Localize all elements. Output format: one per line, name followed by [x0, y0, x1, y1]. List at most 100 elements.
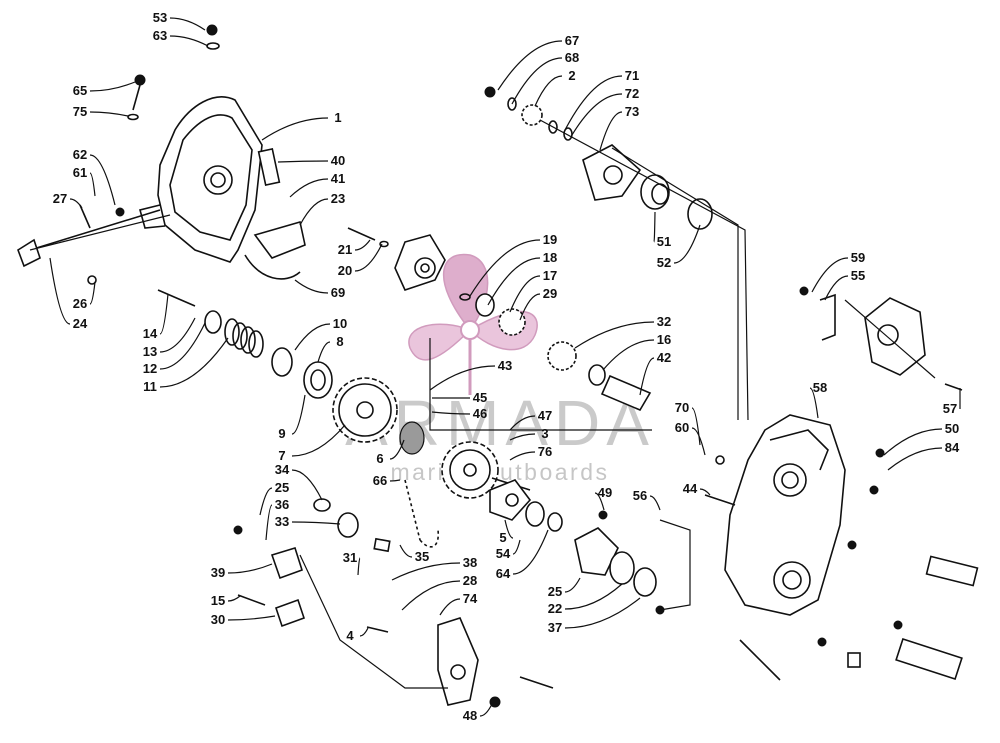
callout-leader-3: [509, 433, 536, 441]
callout-16: 16: [657, 332, 671, 347]
callout-72: 72: [625, 86, 639, 101]
callout-3: 3: [541, 426, 548, 441]
callout-59: 59: [851, 250, 865, 265]
callout-28: 28: [463, 573, 477, 588]
callout-33: 33: [275, 514, 289, 529]
callout-20: 20: [338, 263, 352, 278]
callout-11: 11: [143, 379, 157, 394]
callout-43: 43: [498, 358, 512, 373]
callout-2: 2: [568, 68, 575, 83]
callout-56: 56: [633, 488, 647, 503]
callout-69: 69: [331, 285, 345, 300]
callout-76: 76: [538, 444, 552, 459]
callout-leader-31: [357, 557, 361, 576]
callout-8: 8: [336, 334, 343, 349]
callout-leader-43: [429, 365, 496, 391]
callout-61: 61: [73, 165, 87, 180]
callout-leader-65: [89, 81, 136, 92]
callout-4: 4: [346, 628, 354, 643]
callout-leader-7: [291, 424, 346, 457]
callout-32: 32: [657, 314, 671, 329]
dipstick: [127, 74, 146, 121]
callout-leader-71: [564, 75, 623, 131]
callout-leader-39: [227, 563, 273, 574]
callout-leader-40: [277, 160, 329, 163]
callout-37: 37: [548, 620, 562, 635]
callout-18: 18: [543, 250, 557, 265]
callout-leader-10: [294, 323, 331, 351]
callout-leader-30: [227, 615, 276, 621]
callout-42: 42: [657, 350, 671, 365]
chaincase-housing: [724, 414, 846, 616]
callout-leader-59: [811, 257, 849, 293]
callout-17: 17: [543, 268, 557, 283]
callout-leaders: [49, 17, 961, 717]
callout-12: 12: [143, 361, 157, 376]
callout-71: 71: [625, 68, 639, 83]
callout-40: 40: [331, 153, 345, 168]
callout-leader-24: [49, 257, 71, 325]
callout-leader-50: [883, 428, 943, 456]
callout-45: 45: [473, 390, 487, 405]
callout-55: 55: [851, 268, 865, 283]
callout-leader-28: [401, 580, 461, 611]
callout-47: 47: [538, 408, 552, 423]
spring-assembly: [157, 289, 264, 358]
callout-73: 73: [625, 104, 639, 119]
callout-leader-34: [291, 469, 323, 501]
secondary-gears: [459, 293, 652, 412]
callout-leader-18: [487, 257, 541, 306]
callout-25: 25: [548, 584, 562, 599]
flange-bearing-lower: [574, 527, 657, 597]
top-nut: [206, 24, 220, 50]
callout-leader-51: [653, 211, 656, 243]
bearing-housing-upper-right: [819, 293, 926, 376]
callout-30: 30: [211, 612, 225, 627]
callout-leader-14: [159, 293, 169, 335]
callout-leader-2: [534, 75, 563, 107]
callout-leader-5: [504, 519, 514, 539]
callout-leader-36: [265, 504, 273, 541]
top-shaft-parts: [484, 86, 573, 141]
callout-leader-74: [439, 598, 461, 616]
callout-leader-19: [469, 239, 541, 297]
callout-36: 36: [275, 497, 289, 512]
callout-63: 63: [153, 28, 167, 43]
callout-leader-12: [159, 322, 206, 370]
callout-46: 46: [473, 406, 487, 421]
callout-leader-62: [89, 154, 116, 206]
bearing-51: [640, 174, 713, 230]
callout-41: 41: [331, 171, 345, 186]
callout-leader-54: [512, 539, 521, 555]
callout-66: 66: [373, 473, 387, 488]
callout-39: 39: [211, 565, 225, 580]
callout-1: 1: [334, 110, 341, 125]
callout-19: 19: [543, 232, 557, 247]
parts-artwork: [17, 24, 979, 708]
callout-35: 35: [415, 549, 429, 564]
brake-shaft: [17, 204, 161, 285]
callout-22: 22: [548, 601, 562, 616]
callout-44: 44: [683, 481, 698, 496]
brake-caliper: [270, 498, 391, 628]
callout-leader-25: [259, 487, 273, 516]
callout-48: 48: [463, 708, 477, 723]
assembly-axis-lines: [29, 119, 936, 689]
callout-leader-48: [479, 703, 493, 717]
callout-leader-21: [354, 239, 371, 251]
callout-leader-55: [824, 275, 849, 301]
callout-15: 15: [211, 593, 225, 608]
callout-leader-22: [564, 583, 623, 610]
callout-leader-68: [511, 57, 563, 105]
callout-leader-11: [159, 337, 229, 388]
callout-leader-26: [89, 281, 96, 305]
callout-leader-9: [291, 394, 306, 435]
callout-leader-27: [69, 198, 83, 209]
callout-68: 68: [565, 50, 579, 65]
right-shafts: [895, 555, 979, 681]
callout-leader-66: [389, 479, 401, 482]
callout-26: 26: [73, 296, 87, 311]
callout-leader-60: [691, 427, 706, 456]
flange-bearing-top: [582, 144, 642, 201]
